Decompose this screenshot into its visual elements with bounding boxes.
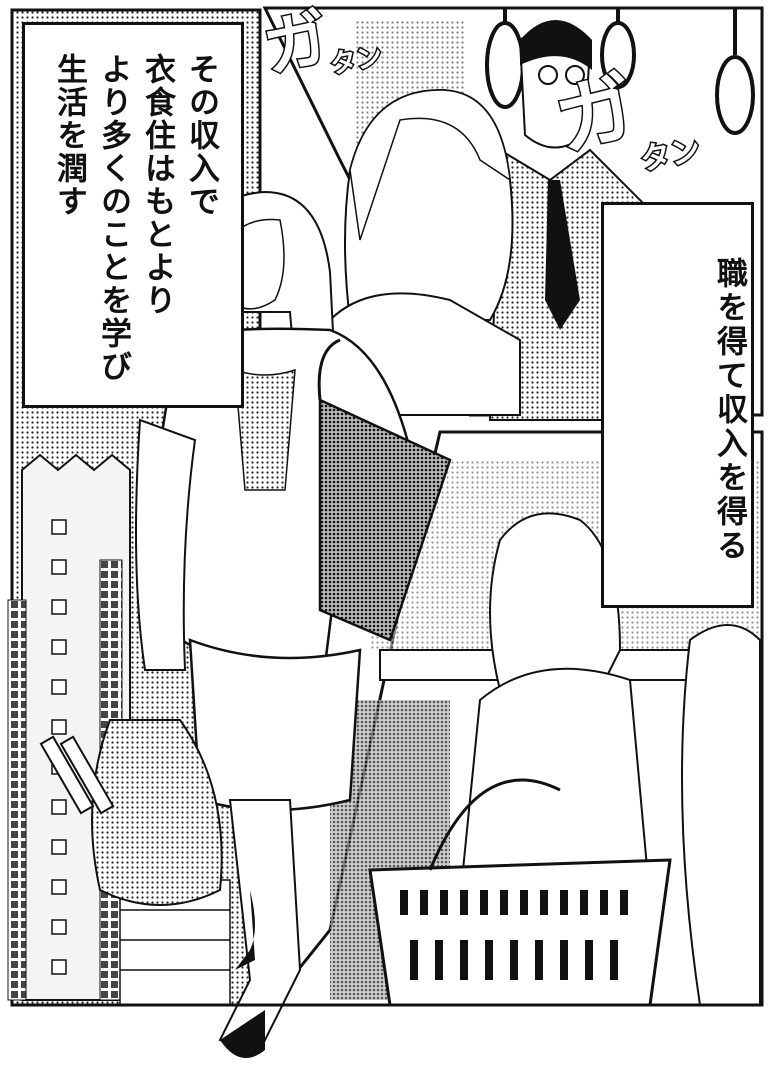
caption-line: 職を得て収入を得る (711, 257, 747, 563)
narration-caption-left: その収入で 衣食住はもとより より多くのことを学び 生活を潤す (22, 22, 244, 408)
caption-line: 衣食住はもとより (139, 53, 175, 317)
shopping-basket-icon (368, 778, 672, 1007)
grocery-bag-illustration (39, 719, 223, 906)
supermarket-panel (266, 430, 764, 1007)
shopper-woman-illustration (458, 512, 652, 901)
caption-line: その収入で (183, 53, 219, 218)
caption-line: 生活を潤す (51, 53, 87, 218)
narration-caption-right: 職を得て収入を得る (601, 202, 754, 608)
caption-line: より多くのことを学び (95, 53, 131, 383)
